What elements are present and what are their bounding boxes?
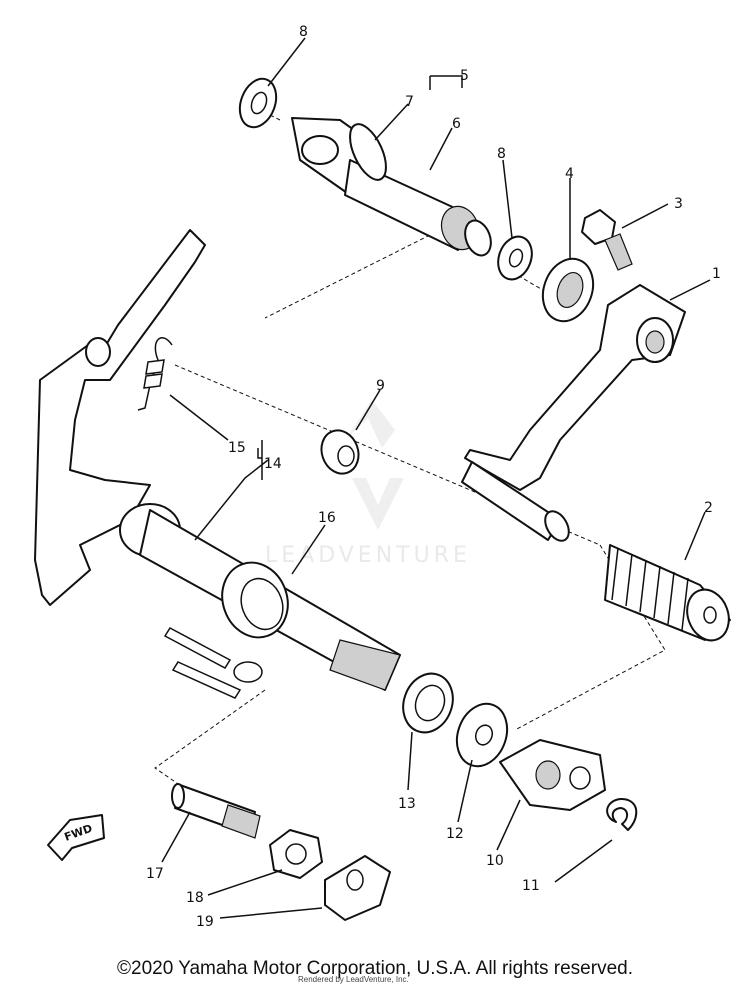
callout-18: 18 (186, 890, 204, 906)
leader-lines (161, 37, 711, 919)
exploded-parts-diagram: LEADVENTURE (34, 24, 731, 930)
callout-11: 11 (522, 878, 540, 894)
bolt-3 (581, 209, 633, 271)
washer-8-middle (497, 235, 533, 281)
watermark-v-icon (352, 478, 404, 530)
spring-15 (137, 337, 173, 411)
circlip-11 (606, 798, 638, 831)
callout-6: 6 (452, 116, 461, 132)
callout-14: 14 (264, 456, 282, 472)
footpeg-rubber-2 (604, 544, 731, 642)
callout-9: 9 (376, 378, 385, 394)
callout-7: 7 (405, 94, 414, 110)
oil-seal-13 (402, 672, 454, 734)
callout-10: 10 (486, 853, 504, 869)
nut-18 (269, 829, 323, 879)
assembly-line (154, 689, 266, 831)
callout-17: 17 (146, 866, 164, 882)
callout-1: 1 (712, 266, 721, 282)
callout-8: 8 (299, 24, 308, 40)
copyright-notice: ©2020 Yamaha Motor Corporation, U.S.A. A… (117, 958, 633, 979)
renderer-credit: Rendered by LeadVenture, Inc. (298, 975, 409, 984)
washer-12 (455, 702, 509, 768)
callout-19: 19 (196, 914, 214, 930)
callout-2: 2 (704, 500, 713, 516)
washer-8-top (238, 77, 278, 129)
lock-washer-19 (324, 855, 391, 921)
stud-bolt-17 (171, 783, 261, 839)
watermark: LEADVENTURE (265, 400, 471, 568)
callout-12: 12 (446, 826, 464, 842)
callout-16: 16 (318, 510, 336, 526)
callout-3: 3 (674, 196, 683, 212)
bushing-9 (320, 429, 360, 475)
assembly-line (264, 234, 431, 319)
callout-15: 15 (228, 440, 246, 456)
shaft-6 (344, 159, 471, 251)
shift-shaft-assembly-5 (291, 117, 492, 257)
callout-labels: 8 5 7 6 8 4 3 1 2 9 15 14 16 13 12 10 11… (146, 24, 721, 930)
collar-16 (221, 561, 289, 639)
collar-7 (349, 123, 387, 181)
locating-pins (163, 627, 263, 699)
callout-5: 5 (460, 68, 469, 84)
fwd-arrow-icon: FWD (47, 814, 105, 861)
callout-4: 4 (565, 166, 574, 182)
oil-seal-4 (541, 257, 595, 323)
callout-8: 8 (497, 146, 506, 162)
shift-pedal-arm-1 (461, 284, 686, 542)
callout-13: 13 (398, 796, 416, 812)
watermark-text: LEADVENTURE (265, 543, 471, 568)
watermark-flame-icon (345, 400, 395, 448)
lever-10 (499, 739, 606, 811)
